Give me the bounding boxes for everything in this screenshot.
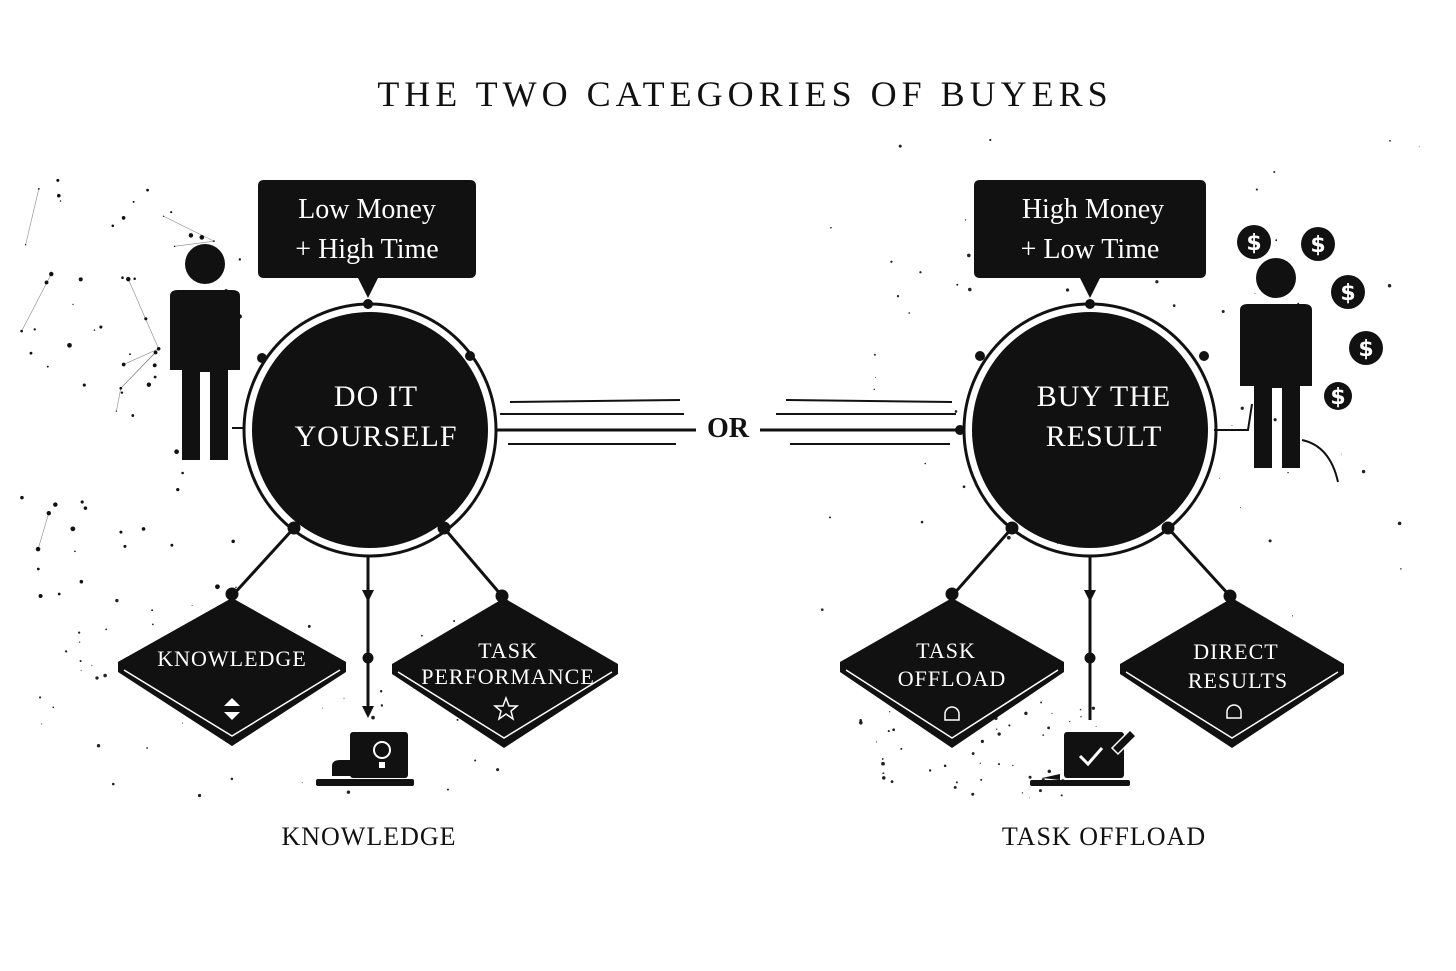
dollar-coin-icon: $	[1349, 331, 1383, 365]
svg-text:$: $	[1358, 337, 1373, 362]
right-bubble-line2: + Low Time	[1021, 234, 1160, 265]
right-circle-line2: RESULT	[1046, 420, 1163, 453]
task-performance-line2: PERFORMANCE	[421, 664, 595, 689]
left-circle-line1: DO IT	[334, 380, 418, 413]
right-bubble-line1: High Money	[1022, 194, 1164, 225]
dollar-coin-icon: $	[1331, 275, 1365, 309]
svg-text:$: $	[1310, 233, 1325, 258]
knowledge-diamond: KNOWLEDGE	[118, 598, 346, 746]
left-circle-node: DO IT YOURSELF	[244, 299, 496, 556]
laptop-search-icon	[316, 732, 414, 786]
svg-text:$: $	[1330, 385, 1345, 410]
left-bubble-line1: Low Money	[298, 194, 436, 225]
dollar-coin-icon: $	[1324, 382, 1352, 410]
svg-text:$: $	[1246, 231, 1261, 256]
diagram-title: THE TWO CATEGORIES OF BUYERS	[377, 74, 1112, 114]
laptop-check-icon	[1030, 730, 1136, 786]
person-icon	[1240, 258, 1312, 468]
task-performance-diamond: TASK PERFORMANCE	[392, 598, 618, 748]
knowledge-diamond-label: KNOWLEDGE	[157, 646, 307, 671]
right-buyer-group: High Money + Low Time BUY THE RESULT $ $ $…	[840, 180, 1383, 851]
task-offload-line2: OFFLOAD	[898, 666, 1006, 691]
right-caption: TASK OFFLOAD	[1002, 822, 1206, 851]
dollar-coin-icon: $	[1301, 227, 1335, 261]
or-label: OR	[707, 413, 750, 444]
task-offload-diamond: TASK OFFLOAD	[840, 598, 1064, 748]
direct-results-line2: RESULTS	[1188, 668, 1288, 693]
svg-text:$: $	[1340, 281, 1355, 306]
left-speech-bubble: Low Money + High Time	[258, 180, 476, 298]
right-person-connector	[1214, 404, 1252, 430]
dollar-coin-icon: $	[1237, 225, 1271, 259]
direct-results-line1: DIRECT	[1193, 639, 1278, 664]
task-offload-line1: TASK	[916, 638, 976, 663]
right-circle-node: BUY THE RESULT	[964, 299, 1216, 556]
left-caption: KNOWLEDGE	[281, 822, 456, 851]
right-circle-line1: BUY THE	[1037, 380, 1172, 413]
direct-results-diamond: DIRECT RESULTS	[1120, 598, 1344, 748]
task-performance-line1: TASK	[478, 638, 538, 663]
left-buyer-group: Low Money + High Time DO IT YOURSELF	[118, 180, 618, 851]
left-circle-line2: YOURSELF	[294, 420, 457, 453]
right-person-curve	[1302, 440, 1338, 482]
left-bubble-line2: + High Time	[295, 234, 438, 265]
right-speech-bubble: High Money + Low Time	[974, 180, 1206, 298]
person-icon	[170, 244, 240, 460]
